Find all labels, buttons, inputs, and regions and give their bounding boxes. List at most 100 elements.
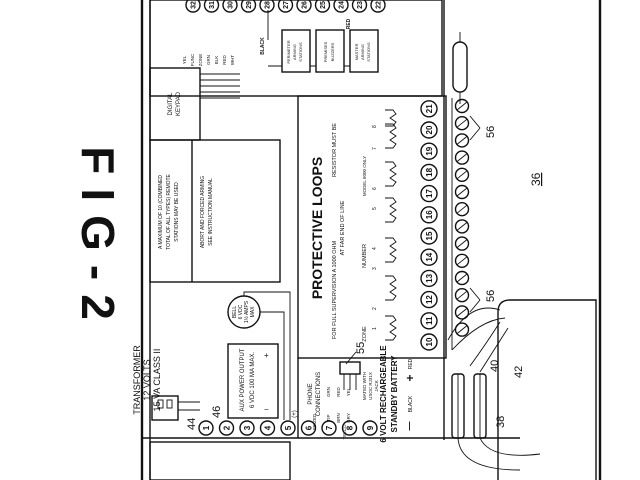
screw-slot <box>456 101 468 111</box>
bell-line-2: 6 VDC <box>238 304 244 319</box>
zone-number: 1 <box>372 327 378 330</box>
keypad-wire-label: WHT <box>230 55 235 65</box>
callout-46: 46 <box>211 406 223 418</box>
top-terminal: 25 <box>314 0 331 13</box>
callout-56-top: 56 <box>485 126 497 138</box>
zone-terminal-label: 18 <box>425 167 434 176</box>
zone-number: 4 <box>372 247 378 250</box>
callout-38: 38 <box>495 416 507 428</box>
screw-slot <box>456 136 468 145</box>
zone-terminal-label: 10 <box>425 337 434 346</box>
supervision-note-2: AT FAR END OF LINE <box>340 200 346 255</box>
screw-icon <box>454 184 470 200</box>
screw-icon <box>454 115 470 131</box>
keypad-line-2: KEYPAD <box>176 91 182 116</box>
phone-line-1: PHONE <box>308 383 314 404</box>
zone-terminal-ring <box>420 206 438 224</box>
top-terminal-label: 22 <box>375 1 382 9</box>
keypad-line-1: DIGITAL <box>168 92 174 116</box>
zone-number: 6 <box>372 187 378 190</box>
station-boxes: PERIMETER ARMING STATIONS PREMISES BUZZE… <box>281 29 379 73</box>
station-2-line: BUZZERS <box>330 42 335 61</box>
bell-line-1: BELL <box>232 306 238 318</box>
screw-head <box>454 133 470 148</box>
remote-note-1-line: A MAXIMUM OF 10 (COMBINED <box>158 175 164 249</box>
zone-terminal: 13 <box>420 269 438 288</box>
aux-power-box <box>227 343 279 419</box>
left-terminal-label: 8 <box>345 425 354 430</box>
left-terminal: 3 <box>239 420 255 436</box>
screw-icon <box>454 236 470 251</box>
phone-wire-label: BRN <box>336 413 341 423</box>
zone-terminal-ring <box>420 121 438 139</box>
bottom-terminal-strip <box>149 441 291 480</box>
protective-loops-title: PROTECTIVE LOOPS <box>309 157 325 299</box>
left-terminal: 9 <box>362 420 378 436</box>
zone-terminal-ring <box>420 142 438 160</box>
top-terminal-ring <box>296 0 312 13</box>
left-terminal-ring <box>259 420 276 436</box>
zone-terminal: 10 <box>420 333 438 351</box>
battery-line-1: 6 VOLT RECHARGEABLE <box>379 345 388 443</box>
station-wire-red: RED <box>346 18 352 29</box>
top-terminal-label: 25 <box>320 1 327 9</box>
left-terminal-label: 7 <box>325 425 334 430</box>
top-terminal: 27 <box>277 0 294 13</box>
digital-keypad-box <box>149 67 201 141</box>
zone-terminal-label: 20 <box>425 125 434 134</box>
screw-head <box>454 270 470 286</box>
top-terminal: 30 <box>222 0 238 13</box>
screw-slot <box>456 187 468 197</box>
left-terminal-label: 1 <box>202 425 211 430</box>
phone-wire-label: YEL <box>346 387 351 396</box>
top-terminal-label: 32 <box>190 1 197 9</box>
screw-head <box>454 253 470 268</box>
screw-slot <box>456 325 468 334</box>
zone-terminal: 20 <box>420 121 438 139</box>
screw-head <box>454 322 470 337</box>
zone-terminal-ring <box>420 100 438 118</box>
callout-42: 42 <box>513 366 525 378</box>
keypad-wire-label: ZONE <box>198 54 203 67</box>
screw-slot <box>456 153 468 162</box>
top-terminal-ring <box>351 0 368 13</box>
keypad-wire-lines <box>200 73 240 99</box>
phone-label-seized: SEIZED <box>312 413 317 430</box>
remote-note-1: A MAXIMUM OF 10 (COMBINED TOTAL OF ALL T… <box>158 173 180 249</box>
zone-terminal-ring <box>420 333 438 351</box>
screw-slot <box>456 118 468 128</box>
zone-terminal-ring <box>420 163 438 182</box>
screw-icon <box>454 253 470 268</box>
station-3-line: ARMING <box>360 44 365 60</box>
aux-minus-icon: − <box>264 405 269 414</box>
top-terminal: 28 <box>259 0 275 13</box>
zone-terminal-ring <box>420 248 438 266</box>
top-terminal: 23 <box>351 0 368 13</box>
zone-terminal: 17 <box>420 184 438 203</box>
zone-terminal-ring <box>420 269 438 288</box>
left-terminal-ring <box>300 420 317 436</box>
top-terminal: 26 <box>296 0 312 13</box>
supervision-note: FOR FULL SUPERVISION A 1000 OHM <box>332 241 338 340</box>
phone-line-2: CONNECTIONS <box>316 372 322 416</box>
remote-note-2-line: SEE INSTRUCTION MANUAL <box>208 178 214 246</box>
top-terminal-ring <box>277 0 294 13</box>
remote-note-2: ABORT AND FORCED ARMING SEE INSTRUCTION … <box>200 176 214 248</box>
left-terminal-label: 4 <box>263 425 272 430</box>
screw-icon <box>454 219 470 234</box>
leader-56-bottom <box>469 287 481 313</box>
zone-terminal-ring <box>420 312 438 330</box>
zone-number: 7 <box>372 147 378 150</box>
zone-terminal-label: 13 <box>425 273 434 282</box>
top-terminal-label: 27 <box>283 1 290 9</box>
screw-icon <box>454 150 470 165</box>
top-terminal-ring <box>259 0 275 13</box>
top-terminal-label: 24 <box>338 1 345 9</box>
transformer-line-3: 15 VA CLASS II <box>152 349 162 412</box>
callout-44: 44 <box>186 418 198 430</box>
top-terminal-ring <box>370 0 386 13</box>
screw-head <box>454 98 470 114</box>
left-terminal-label: 2 <box>222 425 231 430</box>
screw-icon <box>454 133 470 148</box>
